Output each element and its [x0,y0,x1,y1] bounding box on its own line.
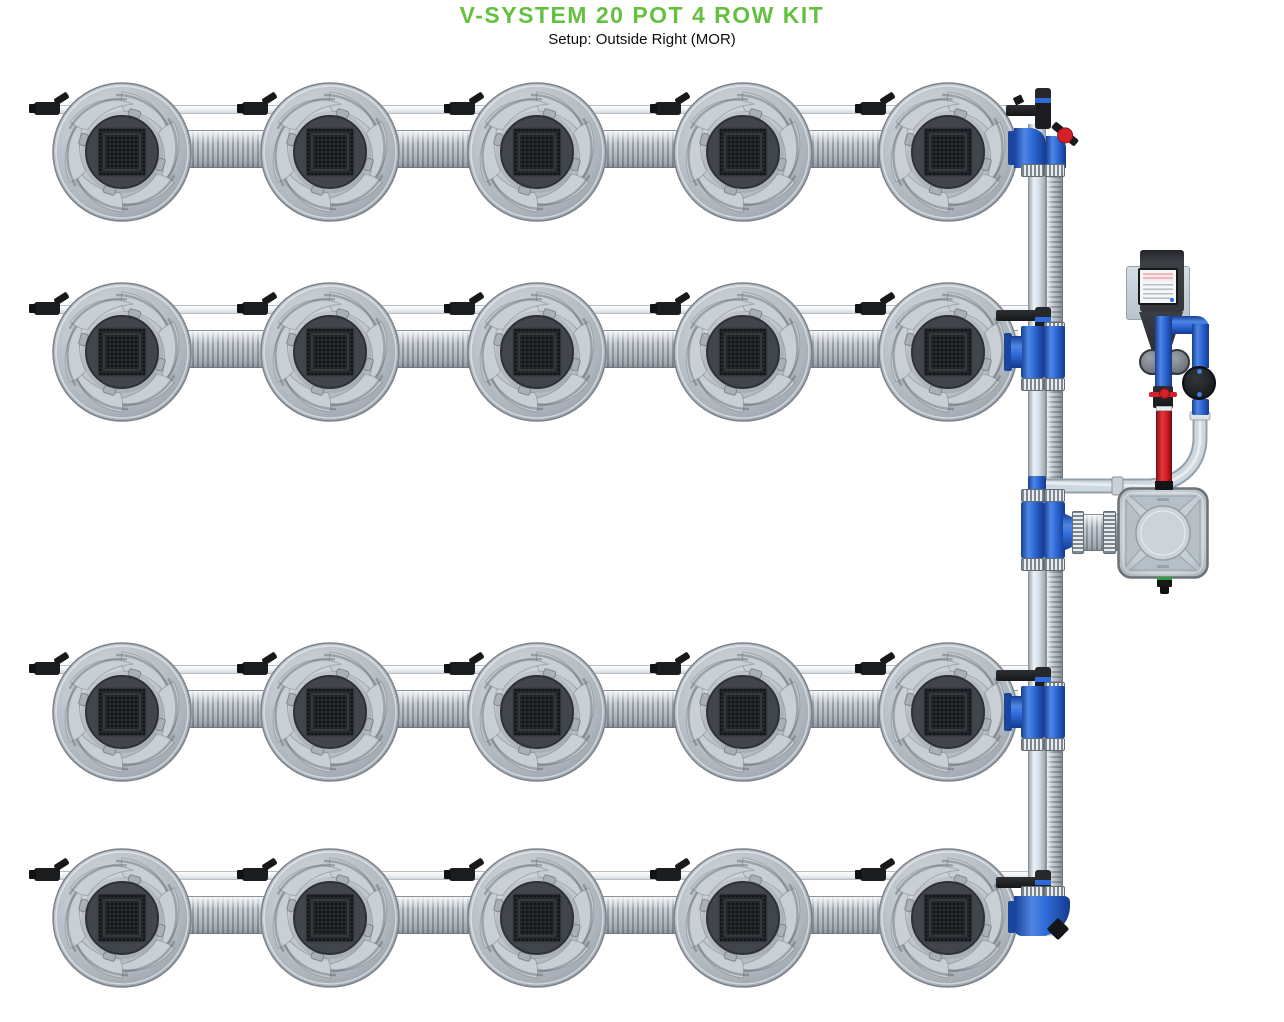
vortex-pot [467,82,607,222]
drip-line-fitting [237,868,268,881]
vortex-pot [878,848,1018,988]
manifold-tee-left [1021,686,1044,738]
hose-clamp [1044,378,1065,391]
drip-line-fitting [444,302,475,315]
pot-cone [1011,696,1022,728]
valve-handle-disc [1159,388,1170,399]
drip-line-fitting [29,102,60,115]
controller-label-dot [1170,298,1174,302]
hose-clamp [1072,511,1084,554]
vortex-pot [878,82,1018,222]
pump-pipe-down [1155,316,1172,388]
drip-tee-arm [996,310,1036,321]
hose-clamp [1044,164,1065,177]
page-title: V-SYSTEM 20 POT 4 ROW KIT [459,2,825,28]
drip-line-fitting [650,302,681,315]
hose-clamp [1021,378,1044,391]
drip-line-fitting [444,662,475,675]
manifold-top-knob [1012,94,1025,106]
drip-line-fitting [29,302,60,315]
hose-clamp [1044,489,1065,502]
hose-clamp [1021,489,1044,502]
pump-outlet-blue [1192,399,1209,415]
drip-line-fitting [650,868,681,881]
drip-tee-arm [996,670,1036,681]
hose-clamp [1044,558,1065,571]
drip-line-fitting [444,868,475,881]
vortex-pot [52,282,192,422]
row1-elbow-flange [1008,131,1015,165]
vortex-pot [673,282,813,422]
pump-pipe-right [1192,324,1209,368]
hose-clamp [1021,164,1044,177]
feed-pipe-red [1155,406,1173,490]
reservoir-tee-left [1021,502,1044,558]
pot-flange [1004,693,1012,731]
manifold-top-arm [1006,105,1036,116]
drip-tee-arm [996,877,1036,888]
vortex-pot [467,848,607,988]
header: V-SYSTEM 20 POT 4 ROW KIT Setup: Outside… [0,2,1284,48]
vortex-pot [878,282,1018,422]
drip-line-fitting [237,302,268,315]
reservoir-tee-right [1044,502,1065,558]
pump-head [1182,366,1216,400]
drip-line-fitting [237,102,268,115]
vortex-pot [878,642,1018,782]
vortex-pot [467,642,607,782]
drip-line-fitting [650,102,681,115]
reservoir-tank [1117,487,1209,579]
pot-flange [1004,333,1012,371]
drip-line-fitting [855,868,886,881]
drip-line-fitting [444,102,475,115]
vortex-pot [52,82,192,222]
drip-line-fitting [855,102,886,115]
vortex-pot [260,848,400,988]
vortex-pot [673,642,813,782]
vortex-pot [673,848,813,988]
vortex-pot [467,282,607,422]
drip-line-fitting [29,868,60,881]
vortex-pot [673,82,813,222]
vortex-pot [260,282,400,422]
manifold-tee-left [1021,326,1044,378]
reservoir-drain-spout [1157,577,1172,594]
drip-line-fitting [29,662,60,675]
vortex-pot [52,642,192,782]
drip-line-fitting [855,662,886,675]
manifold-top-tee [1035,88,1051,129]
hose-clamp [1044,738,1065,751]
hose-clamp [1021,558,1044,571]
drip-line-fitting [237,662,268,675]
vortex-pot [260,82,400,222]
row4-elbow-flange [1008,901,1015,933]
vortex-pot [260,642,400,782]
drip-line-fitting [855,302,886,315]
pot-cone [1011,336,1022,368]
manifold-tee-right [1044,686,1065,738]
vortex-pot [52,848,192,988]
manifold-tee-right [1044,326,1065,378]
page-subtitle: Setup: Outside Right (MOR) [548,31,736,48]
drip-line-fitting [650,662,681,675]
hose-clamp [1021,738,1044,751]
hose-clamp [1103,511,1116,554]
